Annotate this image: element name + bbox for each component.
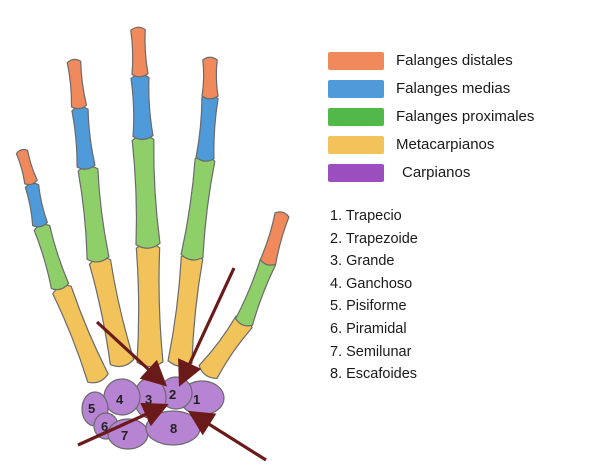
carpal-list-item: 2. Trapezoide xyxy=(330,230,418,247)
distal-phalanges xyxy=(15,26,290,266)
arrow-to-trapezoid xyxy=(178,267,236,387)
hand-skeleton-diagram: 1 2 3 4 5 6 7 8 xyxy=(15,26,290,462)
metacarpal-thumb-shape xyxy=(198,315,253,380)
medial-phalanx-little-shape xyxy=(24,182,49,228)
proximal-phalanges xyxy=(33,135,277,327)
carpal-list-item: 3. Grande xyxy=(330,253,395,270)
arrow-to-lunate xyxy=(77,402,169,447)
metacarpal-ring-shape xyxy=(88,256,135,368)
distal-phalanx-little xyxy=(15,148,38,186)
proximal-phalanx-index-shape xyxy=(180,155,216,261)
legend-swatch xyxy=(328,164,384,182)
carpal-bones xyxy=(81,376,225,450)
proximal-phalanx-ring-shape xyxy=(77,165,110,263)
legend-swatch xyxy=(328,80,384,98)
proximal-phalanx-index xyxy=(180,155,216,261)
carpal-name-list: 1. Trapecio 2. Trapezoide 3. Grande 4. G… xyxy=(330,206,418,387)
metacarpal-middle xyxy=(135,242,164,368)
carpal-list-item: 4. Ganchoso xyxy=(330,275,413,292)
proximal-phalanx-thumb-shape xyxy=(234,257,277,327)
legend-swatch xyxy=(328,136,384,154)
distal-phalanx-middle xyxy=(130,26,149,78)
carpal-list-item: 7. Semilunar xyxy=(330,343,412,360)
carpal-number-6: 6 xyxy=(101,419,108,434)
medial-phalanx-little xyxy=(24,182,49,228)
legend-swatch xyxy=(328,52,384,70)
legend-label: Metacarpianos xyxy=(396,136,495,153)
medial-phalanx-index-shape xyxy=(195,94,219,162)
distal-phalanx-index xyxy=(201,56,219,100)
proximal-phalanx-little-shape xyxy=(33,223,70,291)
carpal-list-item: 8. Escafoides xyxy=(330,366,418,383)
legend-label: Falanges proximales xyxy=(396,108,535,125)
metacarpal-bones xyxy=(52,242,253,384)
metacarpal-little xyxy=(52,284,109,384)
proximal-phalanx-little xyxy=(33,223,70,291)
carpal-number-8: 8 xyxy=(170,421,177,436)
medial-phalanges xyxy=(24,73,219,228)
carpal-number-1: 1 xyxy=(193,392,200,407)
metacarpal-thumb xyxy=(198,315,253,380)
proximal-phalanx-thumb xyxy=(234,257,277,327)
metacarpal-ring xyxy=(88,256,135,368)
medial-phalanx-ring xyxy=(71,106,96,170)
carpal-list-item: 6. Piramidal xyxy=(330,320,407,337)
pointer-arrows xyxy=(77,267,267,462)
proximal-phalanx-ring xyxy=(77,165,110,263)
distal-phalanx-thumb xyxy=(259,211,290,266)
proximal-phalanx-middle xyxy=(131,135,161,249)
medial-phalanx-middle-shape xyxy=(130,73,154,141)
medial-phalanx-ring-shape xyxy=(71,106,96,170)
metacarpal-index xyxy=(167,253,204,367)
legend-label: Falanges distales xyxy=(396,52,513,69)
distal-phalanx-little-shape xyxy=(15,148,38,186)
carpal-list-item: 5. Pisiforme xyxy=(330,298,407,315)
distal-phalanx-thumb-shape xyxy=(259,211,290,266)
legend-label: Carpianos xyxy=(402,164,471,181)
arrow-to-capitate xyxy=(95,320,168,387)
carpal-number-4: 4 xyxy=(116,392,124,407)
legend-swatch xyxy=(328,108,384,126)
carpal-numbers: 1 2 3 4 5 6 7 8 xyxy=(88,387,200,443)
proximal-phalanx-middle-shape xyxy=(131,135,161,249)
carpal-number-3: 3 xyxy=(145,392,152,407)
legend-label: Falanges medias xyxy=(396,80,511,97)
medial-phalanx-index xyxy=(195,94,219,162)
distal-phalanx-ring xyxy=(66,58,88,110)
carpal-number-5: 5 xyxy=(88,401,95,416)
distal-phalanx-middle-shape xyxy=(130,26,149,78)
carpal-number-7: 7 xyxy=(121,428,128,443)
carpal-number-2: 2 xyxy=(169,387,176,402)
distal-phalanx-ring-shape xyxy=(66,58,88,110)
medial-phalanx-middle xyxy=(130,73,154,141)
metacarpal-index-shape xyxy=(167,253,204,367)
metacarpal-middle-shape xyxy=(135,242,164,368)
distal-phalanx-index-shape xyxy=(201,56,219,100)
arrow-to-scaphoid xyxy=(187,410,267,462)
metacarpal-little-shape xyxy=(52,284,109,384)
carpal-list-item: 1. Trapecio xyxy=(330,208,402,224)
